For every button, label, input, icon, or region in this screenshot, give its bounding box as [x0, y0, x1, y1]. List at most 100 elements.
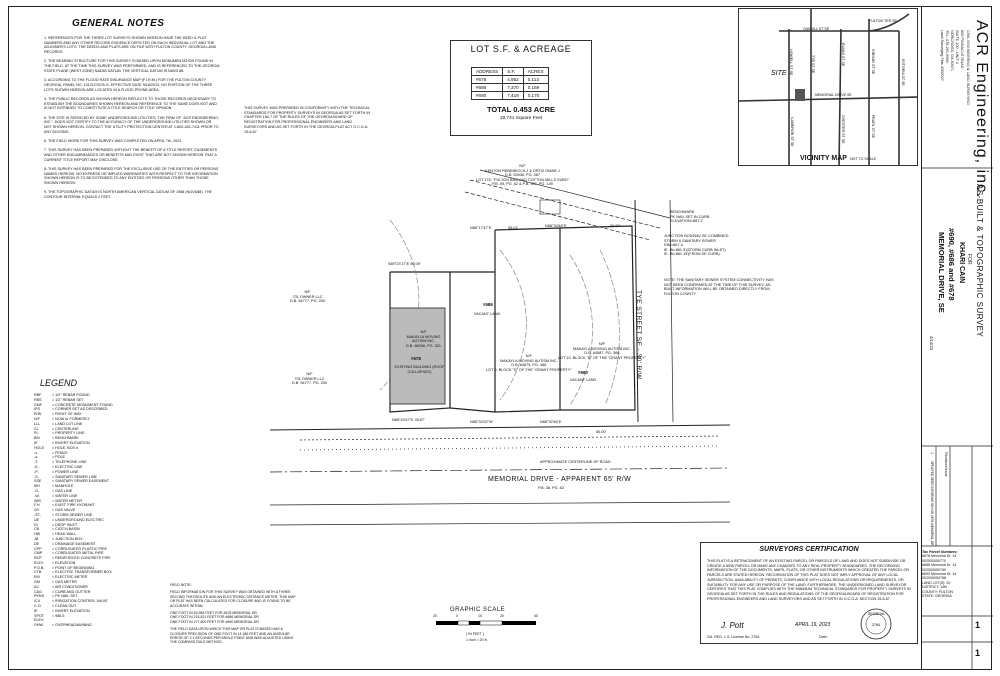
sheet-number: 1 [975, 620, 981, 630]
lot-total: TOTAL 0.453 ACRE [486, 105, 556, 114]
license-number: GA. REG. L.S. License No. 2764 [707, 635, 760, 639]
legend-desc: = 986.5 [52, 613, 65, 618]
legend-desc: = CONCRETE MONUMENT FOUND [52, 402, 113, 407]
legend-symbol: DI [34, 522, 38, 527]
legend-desc: = AIR CONDITIONER [52, 584, 88, 589]
tax-parcel-line: #690 Memorial Dr. 14 002000050768 [922, 572, 957, 581]
legend-desc: = ELECTRIC TRANSFORMER BOX [52, 570, 112, 575]
legend-symbol: IPS [34, 407, 40, 412]
legend-desc: = CORRUGATED METAL PIPE [52, 551, 104, 556]
certification-text: THIS PLAT IS A RETRACEMENT OF AN EXISTIN… [707, 559, 911, 601]
legend-symbol: CL [34, 426, 39, 431]
tax-parcel-title: Tax Parcel Numbers: [922, 550, 958, 554]
street-label: MEMORIAL DRIVE SE [815, 93, 852, 97]
table-cell: #686 [470, 83, 504, 92]
surveyor-seal-icon: GEORGIA 2764 [860, 608, 892, 640]
legend-item: PL = PROPERTY LINE [34, 431, 150, 436]
legend-desc: = GAS VALVE [52, 508, 76, 513]
table-cell: #690 [470, 91, 504, 100]
scale-tick: 0 [456, 614, 458, 618]
sign-date: APRIL 19, 2023 [795, 622, 831, 628]
scale-tick: 20 [500, 614, 504, 618]
legend-item: GM= GAS METER [34, 580, 150, 585]
title-block-grid [922, 167, 993, 670]
legend-desc: = ELECTRIC LINE [52, 464, 83, 469]
legend-item: AC= AIR CONDITIONER [34, 585, 150, 590]
legend-desc: = POINT OF BEGINNING [52, 565, 95, 570]
legend-symbol: CTB [34, 570, 42, 575]
vicinity-site-label: SITE [771, 70, 787, 77]
legend-desc: = CLEAN OUT [52, 604, 77, 609]
company-address: 600 PINNACLE ROAD [960, 30, 964, 69]
legend-desc: = INVERT ELEVATION [52, 440, 90, 445]
legend-item: ICV= IRRIGATION CONTROL VALVE [34, 599, 150, 604]
legend-desc: = TELEPHONE LINE [52, 460, 87, 465]
legend-desc: = CATCH BASIN [52, 527, 80, 532]
legend-symbol: -S- [34, 474, 39, 479]
company-address: TEL: 678-291-9550 [945, 30, 949, 63]
vicinity-not-to-scale: NOT TO SCALE [850, 157, 877, 161]
graphic-scale-bar [436, 620, 536, 626]
legend-symbol: -T- [34, 460, 39, 465]
revision-desc: UPDATED SEED INFORMATION ON #678 MEMORIA… [930, 461, 934, 546]
legend-desc: = CORNER SET AS DESCRIBED [52, 407, 108, 412]
vacant-land-label: VACANT LAND [474, 312, 501, 316]
legend-item: MH= MANHOLE [34, 484, 150, 489]
street-label: HOWELL ST SE [789, 49, 793, 76]
legend-item: DE= DRAINAGE EASEMENT [34, 542, 150, 547]
legend-symbol: CPP [34, 546, 42, 551]
lot-table-header: ADDRESS [470, 67, 504, 76]
general-note: 7. THIS SURVEY HAS BEEN PREPARED WITHOUT… [44, 148, 218, 162]
general-notes-list: 1. REFERENCES FOR THE THREE LOT SURVEYS … [44, 36, 220, 204]
legend-item: CMF= CONCRETE MONUMENT FOUND [34, 403, 150, 408]
bearing-label: N88°34'32"W [470, 420, 493, 424]
street-label: TYE ST SE [811, 55, 815, 74]
lot-numbers: #690, #686 and #678 [947, 228, 956, 301]
owner-west-2: N/F 701 OWNER LLC D.B. 54777, PG. 200 [292, 372, 328, 386]
legend-desc: = OVERHEAD/AWNING [52, 623, 92, 628]
sanitary-note: NOTE: THE SANITARY SEWER SYSTEM CONNECTI… [664, 278, 774, 296]
title-block: ACR Engineering, inc. CIVIL ENGINEERING … [921, 6, 993, 670]
scale-tick: 20 [433, 614, 437, 618]
legend-desc: = REINFORCED CONCRETE PIPE [52, 556, 111, 561]
survey-type: AS-BUILT & TOPOGRAPHIC SURVEY [975, 184, 984, 338]
centerline-label: APPROXIMATE CENTERLINE OF ROAD [540, 460, 611, 464]
general-note: 6. THE FIELD WORK FOR THIS SURVEY WAS CO… [44, 138, 183, 143]
legend-item: -P-= POWER LINE [34, 470, 150, 475]
legend-item: HOLE= HOLE, BOX # [34, 446, 150, 451]
legend-symbol: ELEV [34, 560, 44, 565]
company-address: Land Surveying Firm #000927 [940, 30, 944, 81]
street-label: CAMERON ST SE [790, 117, 794, 147]
general-note: 5. THE SITE IS SERVICED BY SOME UNDERGRO… [44, 115, 219, 134]
legend-desc: = PROPERTY LINE [52, 431, 85, 436]
legend-item: RBF= 1/2" REBAR FOUND [34, 393, 150, 398]
scale-ratio: 1 inch = 20 ft. [466, 638, 488, 642]
legend-item: CB= CATCH BASIN [34, 527, 150, 532]
company-address: NORCROSS, GA 30071 [950, 30, 954, 71]
legend-symbol: LLL [34, 421, 41, 426]
building-label: EXISTING BUILDING (ROOF COLLAPSED) [394, 365, 445, 374]
svg-text:GEORGIA: GEORGIA [868, 612, 885, 616]
road-label: MEMORIAL DRIVE - APPARENT 65' R/W [488, 476, 632, 483]
tax-parcel-info: COUNTY: FULTON [922, 589, 954, 594]
tax-parcel-block: Tax Parcel Numbers: #678 Memorial Dr. 14… [922, 550, 972, 598]
graphic-scale-title: GRAPHIC SCALE [450, 607, 506, 613]
legend-item: IE= INVERT ELEVATION [34, 441, 150, 446]
legend-item: BM= BENCHMARK [34, 436, 150, 441]
vacant-land-label: VACANT LAND [570, 378, 597, 382]
legend-desc: = CURB AND GUTTER [52, 589, 91, 594]
legend-symbol: -P- [34, 469, 39, 474]
legend-desc: = FENCE [52, 450, 68, 455]
street-label: EVANS ST SE [841, 43, 845, 67]
legend-desc: = STORM SEWER LINE [52, 512, 93, 517]
legend-desc: = RIGHT OF WAY [52, 412, 82, 417]
legend-symbol: PL [34, 431, 39, 436]
address-690: #690 [578, 370, 588, 375]
legend-symbol: C&G [34, 589, 42, 594]
legend-item: EM= ELECTRIC METER [34, 575, 150, 580]
legend-item: RBS= 1/2" REBAR SET [34, 398, 150, 403]
legend-item: GV= GAS VALVE [34, 508, 150, 513]
legend-desc: = ELECTRIC METER [52, 575, 88, 580]
legend-symbol: -G- [34, 488, 40, 493]
bearing-label: N88°17'47"E [470, 226, 492, 230]
